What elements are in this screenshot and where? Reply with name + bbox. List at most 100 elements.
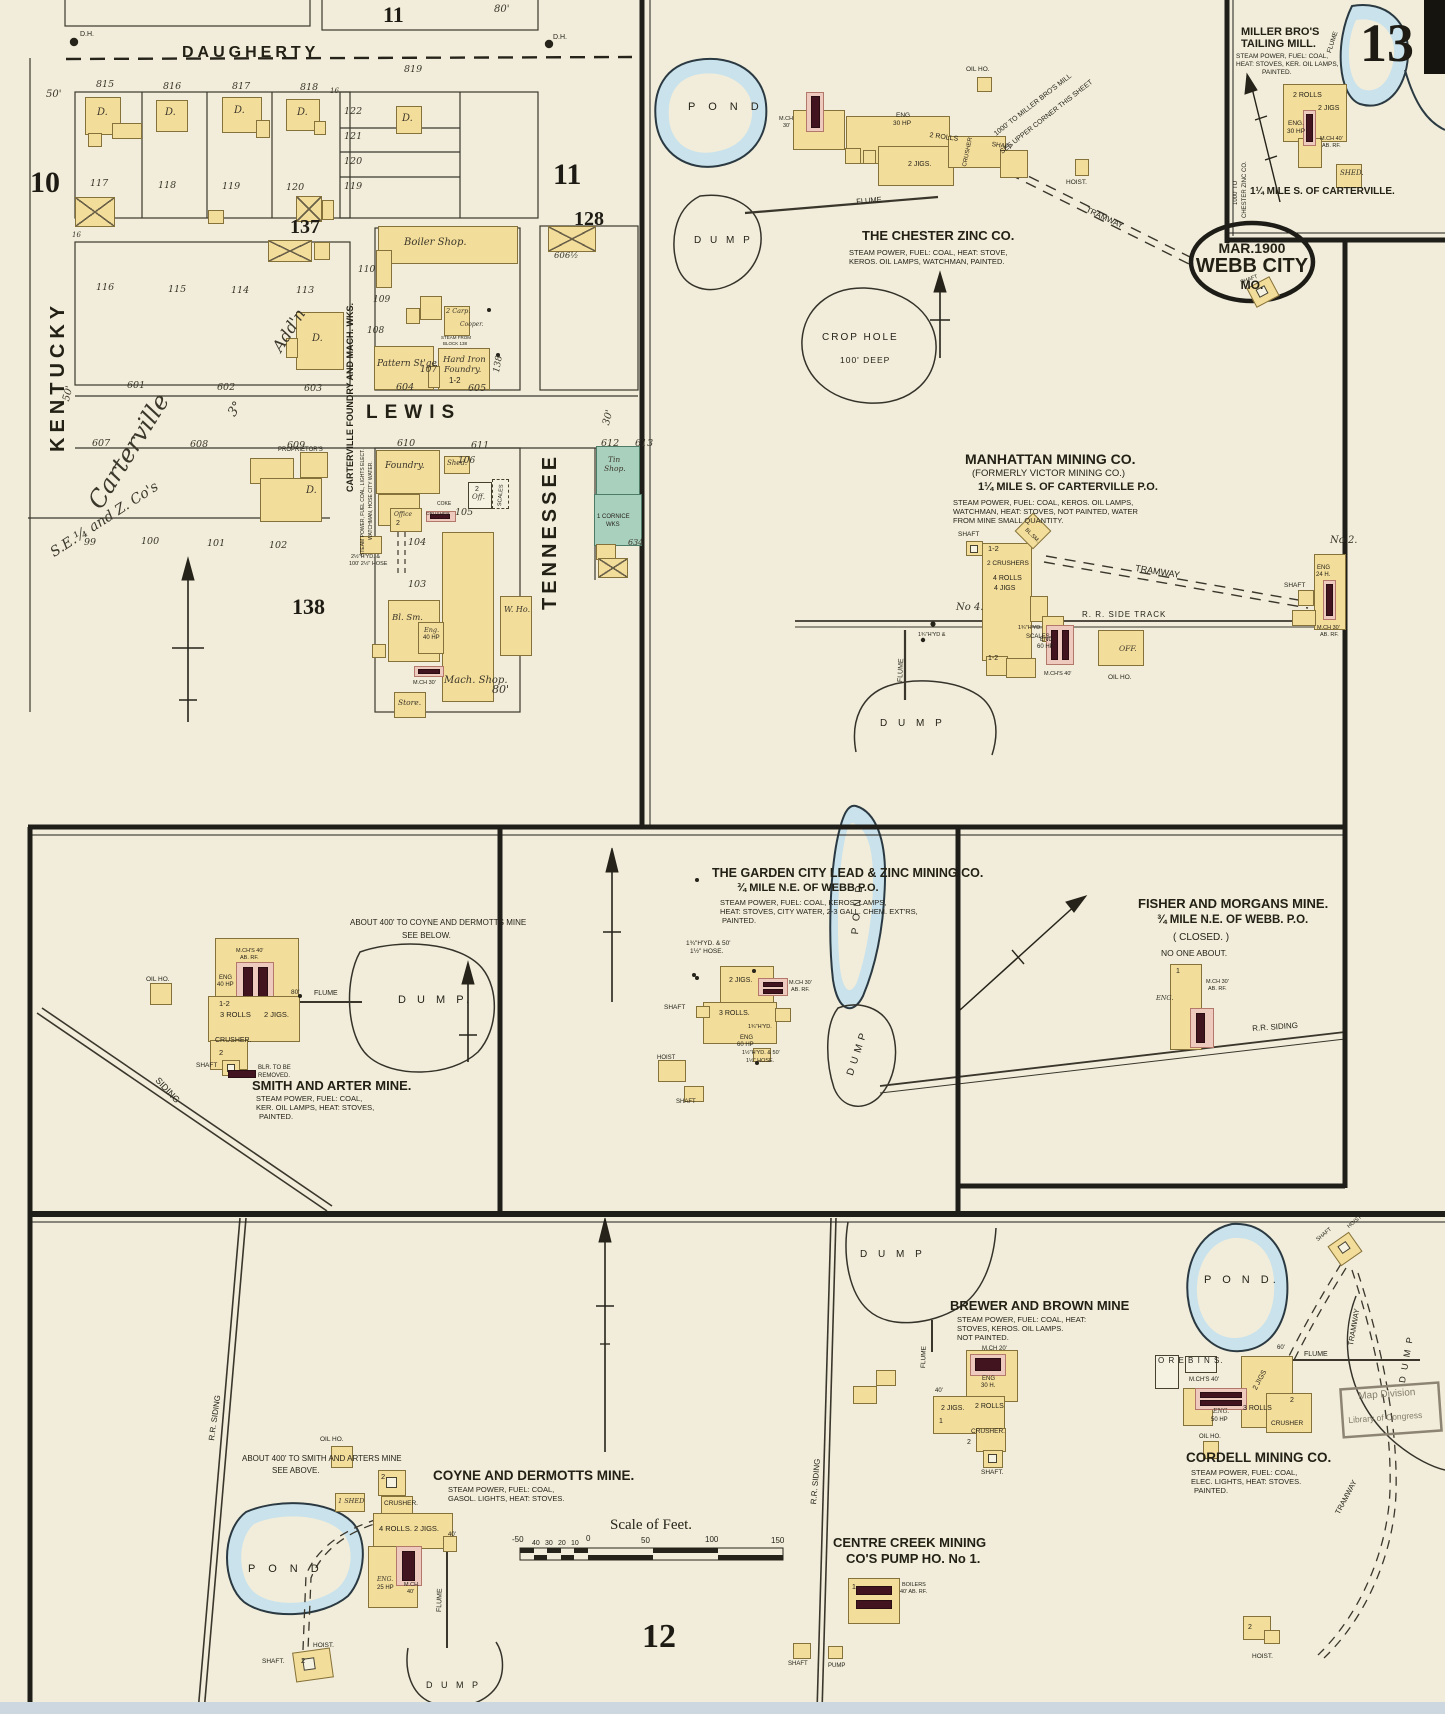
ore-bins: O R E B I N S. (1158, 1356, 1224, 1365)
north-arrow-garden (603, 847, 621, 1002)
cordell-2: 2 (1290, 1397, 1294, 1404)
centre-creek-2: CO'S PUMP HO. No 1. (846, 1551, 981, 1566)
garden-title: THE GARDEN CITY LEAD & ZINC MINING CO. (712, 866, 984, 880)
chester-jigs: 2 JIGS. (908, 161, 932, 168)
smith-rolls: 3 ROLLS (220, 1010, 251, 1019)
block-138-small: 138 (492, 354, 505, 374)
pump-pump: PUMP (828, 1663, 846, 1669)
smith-note-2: KER. OIL LAMPS, HEAT: STOVES, (256, 1103, 375, 1112)
building-footprint (828, 1646, 843, 1659)
building-footprint (372, 644, 386, 658)
brewer-jigs: 2 JIGS. (941, 1405, 965, 1412)
smith-mch-1: M.CH'S 40' (236, 948, 264, 954)
steam-from-1: STEAM FROM (441, 335, 471, 340)
building-footprint (260, 478, 322, 522)
building-footprint (1046, 625, 1074, 665)
lot-815: 815 (96, 79, 115, 90)
inset-note-3: PAINTED. (1262, 69, 1292, 76)
fisher-title: FISHER AND MORGANS MINE. (1138, 896, 1329, 911)
dump-cordell: D U M P (1397, 1334, 1416, 1384)
hoist-chester: HOIST. (1066, 179, 1087, 186)
manhattan-oilho: OIL HO. (1108, 674, 1132, 681)
lot-608: 608 (190, 439, 209, 450)
store-bldg: Store. (398, 698, 422, 707)
cordell-crusher: CRUSHER (1271, 1420, 1304, 1427)
rr-siding-mid: R.R. SIDING (809, 1458, 822, 1505)
building-footprint (863, 150, 876, 164)
siding-smith: SIDING (153, 1075, 182, 1105)
manhattan2-mch-1: M.CH 30' (1317, 625, 1340, 631)
fisher-1: 1 (1176, 968, 1180, 975)
fisher-sub: ¾ MILE N.E. OF WEBB. P.O. (1157, 914, 1309, 926)
garden-shaft: SHAFT (664, 1004, 686, 1011)
building-footprint (1030, 596, 1048, 622)
coyne-crusher: CRUSHER. (384, 1500, 418, 1507)
lot-115: 115 (168, 284, 187, 295)
pattern-stge: Pattern St'ge (377, 359, 437, 369)
coyne-2: 2 (381, 1472, 386, 1481)
building-footprint (598, 558, 628, 578)
fisher-eng: ENG. (1156, 994, 1174, 1002)
manhattan2-eng-2: 24 H. (1316, 572, 1331, 578)
building-footprint (335, 1493, 365, 1512)
fisher-mch-1: M.CH 30' (1206, 979, 1229, 985)
dump-manhattan: D U M P (880, 718, 946, 729)
manhattan-scales: SCALES. (1026, 634, 1052, 640)
brewer-crusher: CRUSHER. (971, 1428, 1005, 1435)
tramway-cordell-1: TRAMWAY (1346, 1307, 1362, 1347)
page-corner-mark (1424, 0, 1445, 74)
inset-note-1: STEAM POWER, FUEL: COAL, (1236, 53, 1329, 60)
building-footprint (418, 622, 444, 654)
brewer-title: BREWER AND BROWN MINE (950, 1298, 1130, 1313)
building-footprint (222, 97, 262, 133)
building-footprint (1200, 1400, 1242, 1406)
dim-30a: 30' (601, 408, 616, 427)
coyne-40: 40' (448, 1532, 456, 1538)
north-arrow-fisher (959, 895, 1088, 1011)
inset-eng-1: ENG. (1288, 120, 1304, 127)
cordell-hoist-lbl: HOIST (1346, 1214, 1364, 1230)
dim-50b: 50' (61, 384, 76, 403)
loc-stamp-box (1339, 1381, 1443, 1439)
manhattan-hyd: 1¾"H'YD. (1018, 625, 1042, 631)
dim-50a: 50' (46, 89, 62, 100)
stamp-state: MO. (1240, 278, 1264, 292)
sheet-number: 13 (1360, 13, 1414, 73)
oilho-cordell: OIL HO. (1199, 1434, 1221, 1440)
fisher-noone: NO ONE ABOUT. (1161, 948, 1228, 958)
rr-side-track: R. R. SIDE TRACK (1082, 610, 1167, 619)
building-footprint (428, 366, 440, 388)
lot-606h: 606½ (554, 251, 579, 261)
scales-foundry: SCALES (497, 484, 505, 507)
building-footprint (696, 1006, 710, 1018)
lot-103: 103 (408, 579, 427, 590)
coyne-eng-1: ENG. (377, 1576, 394, 1583)
lot-120r: 120 (344, 156, 363, 167)
lot-609: 609 (287, 440, 306, 451)
building-footprint (75, 197, 115, 227)
garden-note-1: STEAM POWER, FUEL: COAL, KEROS. LAMPS, (720, 898, 887, 907)
garden-jigs: 2 JIGS. (729, 977, 753, 984)
cooper-shop: Cooper. (460, 321, 484, 328)
garden-hyd3: 1¾"H'YD. (748, 1024, 772, 1030)
building-footprint (1306, 114, 1313, 142)
off-white-1: 2 (475, 486, 479, 493)
flume-chester: FLUME (855, 194, 883, 206)
smith-12: 1-2 (219, 999, 230, 1008)
coyne-mch-1: M.CH. (404, 1582, 420, 1588)
lot-634: 634 (628, 538, 644, 547)
dwelling-816: D. (165, 107, 176, 118)
garden-eng-2: 60 HP (737, 1042, 754, 1048)
inset-eng-2: 30 HP (1287, 128, 1306, 135)
garden-mch-1: M.CH 30' (789, 980, 812, 986)
manhattan2-eng-1: ENG (1317, 565, 1331, 571)
garden-hyd-1: 1¾"H'YD. & 50' (686, 940, 731, 947)
coyne-rolls: 4 ROLLS. (379, 1524, 412, 1533)
inset-title-1: MILLER BRO'S (1241, 26, 1320, 38)
building-footprint (386, 1477, 397, 1488)
rail-and-flume-lines (36, 167, 1420, 1713)
chester-shaft: SHAFT (991, 141, 1014, 151)
building-footprint (658, 1060, 686, 1082)
building-footprint (1098, 630, 1144, 666)
building-footprint (988, 1454, 997, 1463)
